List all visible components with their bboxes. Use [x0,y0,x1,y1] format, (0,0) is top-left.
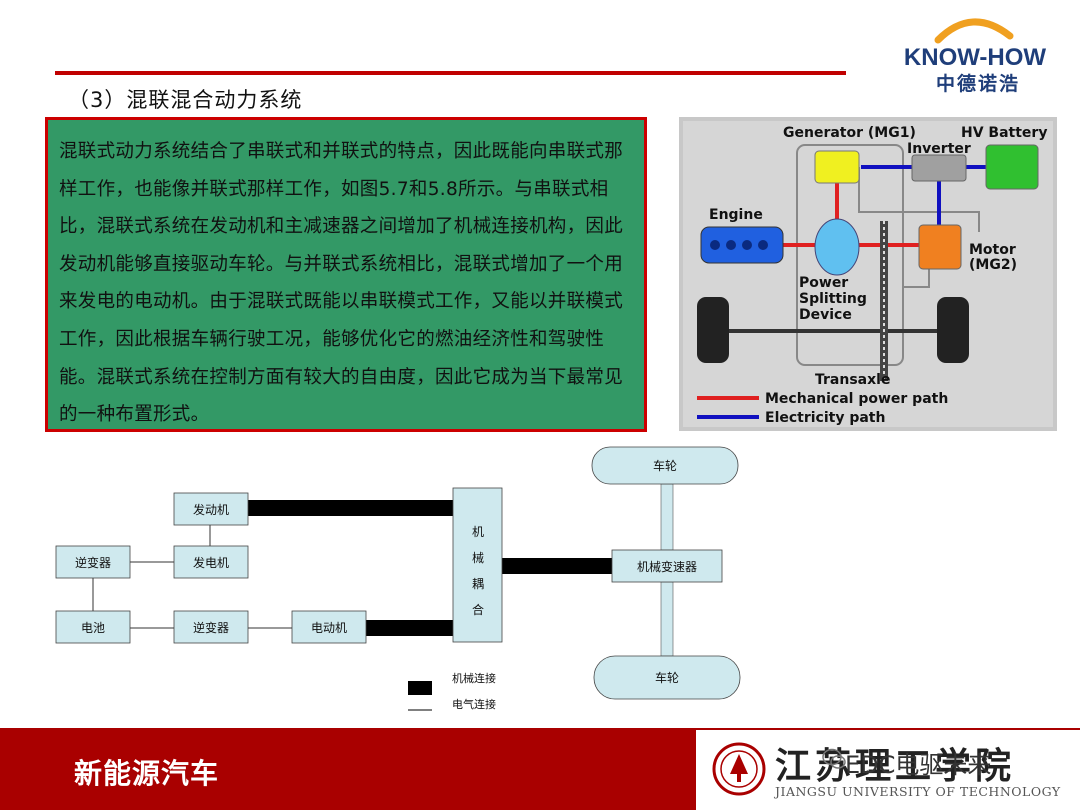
wheel-bottom-label: 车轮 [655,670,679,685]
coupling-char-4: 合 [472,602,484,617]
know-how-logo: KNOW-HOW 中德诺浩 [904,18,1046,95]
battery-box [55,610,131,644]
psd-block [814,218,860,276]
generator-block [814,150,860,184]
coupling-char-2: 械 [472,550,484,565]
wheel-top-label: 车轮 [653,458,677,473]
motor-label: Motor [969,242,1016,258]
coupling-char-3: 耦 [472,577,484,591]
logo-text: KNOW-HOW [904,44,1046,71]
engine-box-label: 发动机 [193,502,229,517]
description-text: 混联式动力系统结合了串联式和并联式的特点，因此既能向串联式那样工作，也能像并联式… [59,141,624,426]
motor-box [291,610,367,644]
mech-link-transmission [502,558,612,574]
mech-link-engine [248,500,453,516]
description-box: 混联式动力系统结合了串联式和并联式的特点，因此既能向串联式那样工作，也能像并联式… [45,117,647,432]
inverter-box-1 [55,545,131,579]
transmission-box [611,549,723,583]
transmission-box-label: 机械变速器 [637,559,697,574]
legend-mech-label: Mechanical power path [765,391,948,407]
block-diagram: 发动机 发电机 逆变器 电池 逆变器 电动机 机 械 耦 合 机械变速器 车轮 … [55,446,741,711]
legend-elec-text: 电气连接 [452,697,496,711]
university-panel [696,730,1080,810]
university-seal-icon [712,742,766,796]
university-name-cn: 江苏理工学院 [775,745,1016,787]
hybrid-system-image: Generator (MG1) Inverter HV Battery Engi… [679,117,1057,431]
mech-link-motor [366,620,453,636]
generator-label: Generator (MG1) [783,125,916,141]
generator-box [173,545,249,579]
coupling-char-1: 机 [472,525,484,539]
battery-box-label: 电池 [81,621,105,635]
wheel-bottom [593,655,741,700]
transaxle-label: Transaxle [815,372,890,388]
legend-elec-label: Electricity path [765,410,885,426]
inverter-block [911,154,967,182]
motor-block [918,224,962,270]
generator-box-label: 发电机 [193,555,229,570]
section-title: （3）混联混合动力系统 [68,88,303,112]
footer-title: 新能源汽车 [74,757,220,790]
top-divider [55,71,846,75]
motor-label-2: (MG2) [969,257,1017,273]
psd-label-2: Splitting [799,291,867,307]
inverter-label: Inverter [907,141,971,157]
inverter1-box-label: 逆变器 [75,555,111,570]
university-name-en: JIANGSU UNIVERSITY OF TECHNOLOGY [775,784,1061,799]
inverter-box-2 [173,610,249,644]
wheel-left [697,297,729,363]
psd-label-1: Power [799,275,848,291]
wheel-top [591,446,739,485]
legend-mech-swatch [408,681,432,695]
psd-label-3: Device [799,307,852,323]
engine-label: Engine [709,207,763,223]
watermark-text: EDC电驱未来 [845,751,992,779]
wechat-icon [822,748,846,769]
legend-mech-text: 机械连接 [452,671,496,685]
logo-subtext: 中德诺浩 [936,72,1020,95]
wheel-right [937,297,969,363]
coupling-box [452,487,503,643]
motor-box-label: 电动机 [311,621,347,635]
inverter2-box-label: 逆变器 [193,620,229,635]
battery-block [985,144,1039,190]
hv-battery-label: HV Battery [961,125,1047,141]
engine-box [173,492,249,526]
